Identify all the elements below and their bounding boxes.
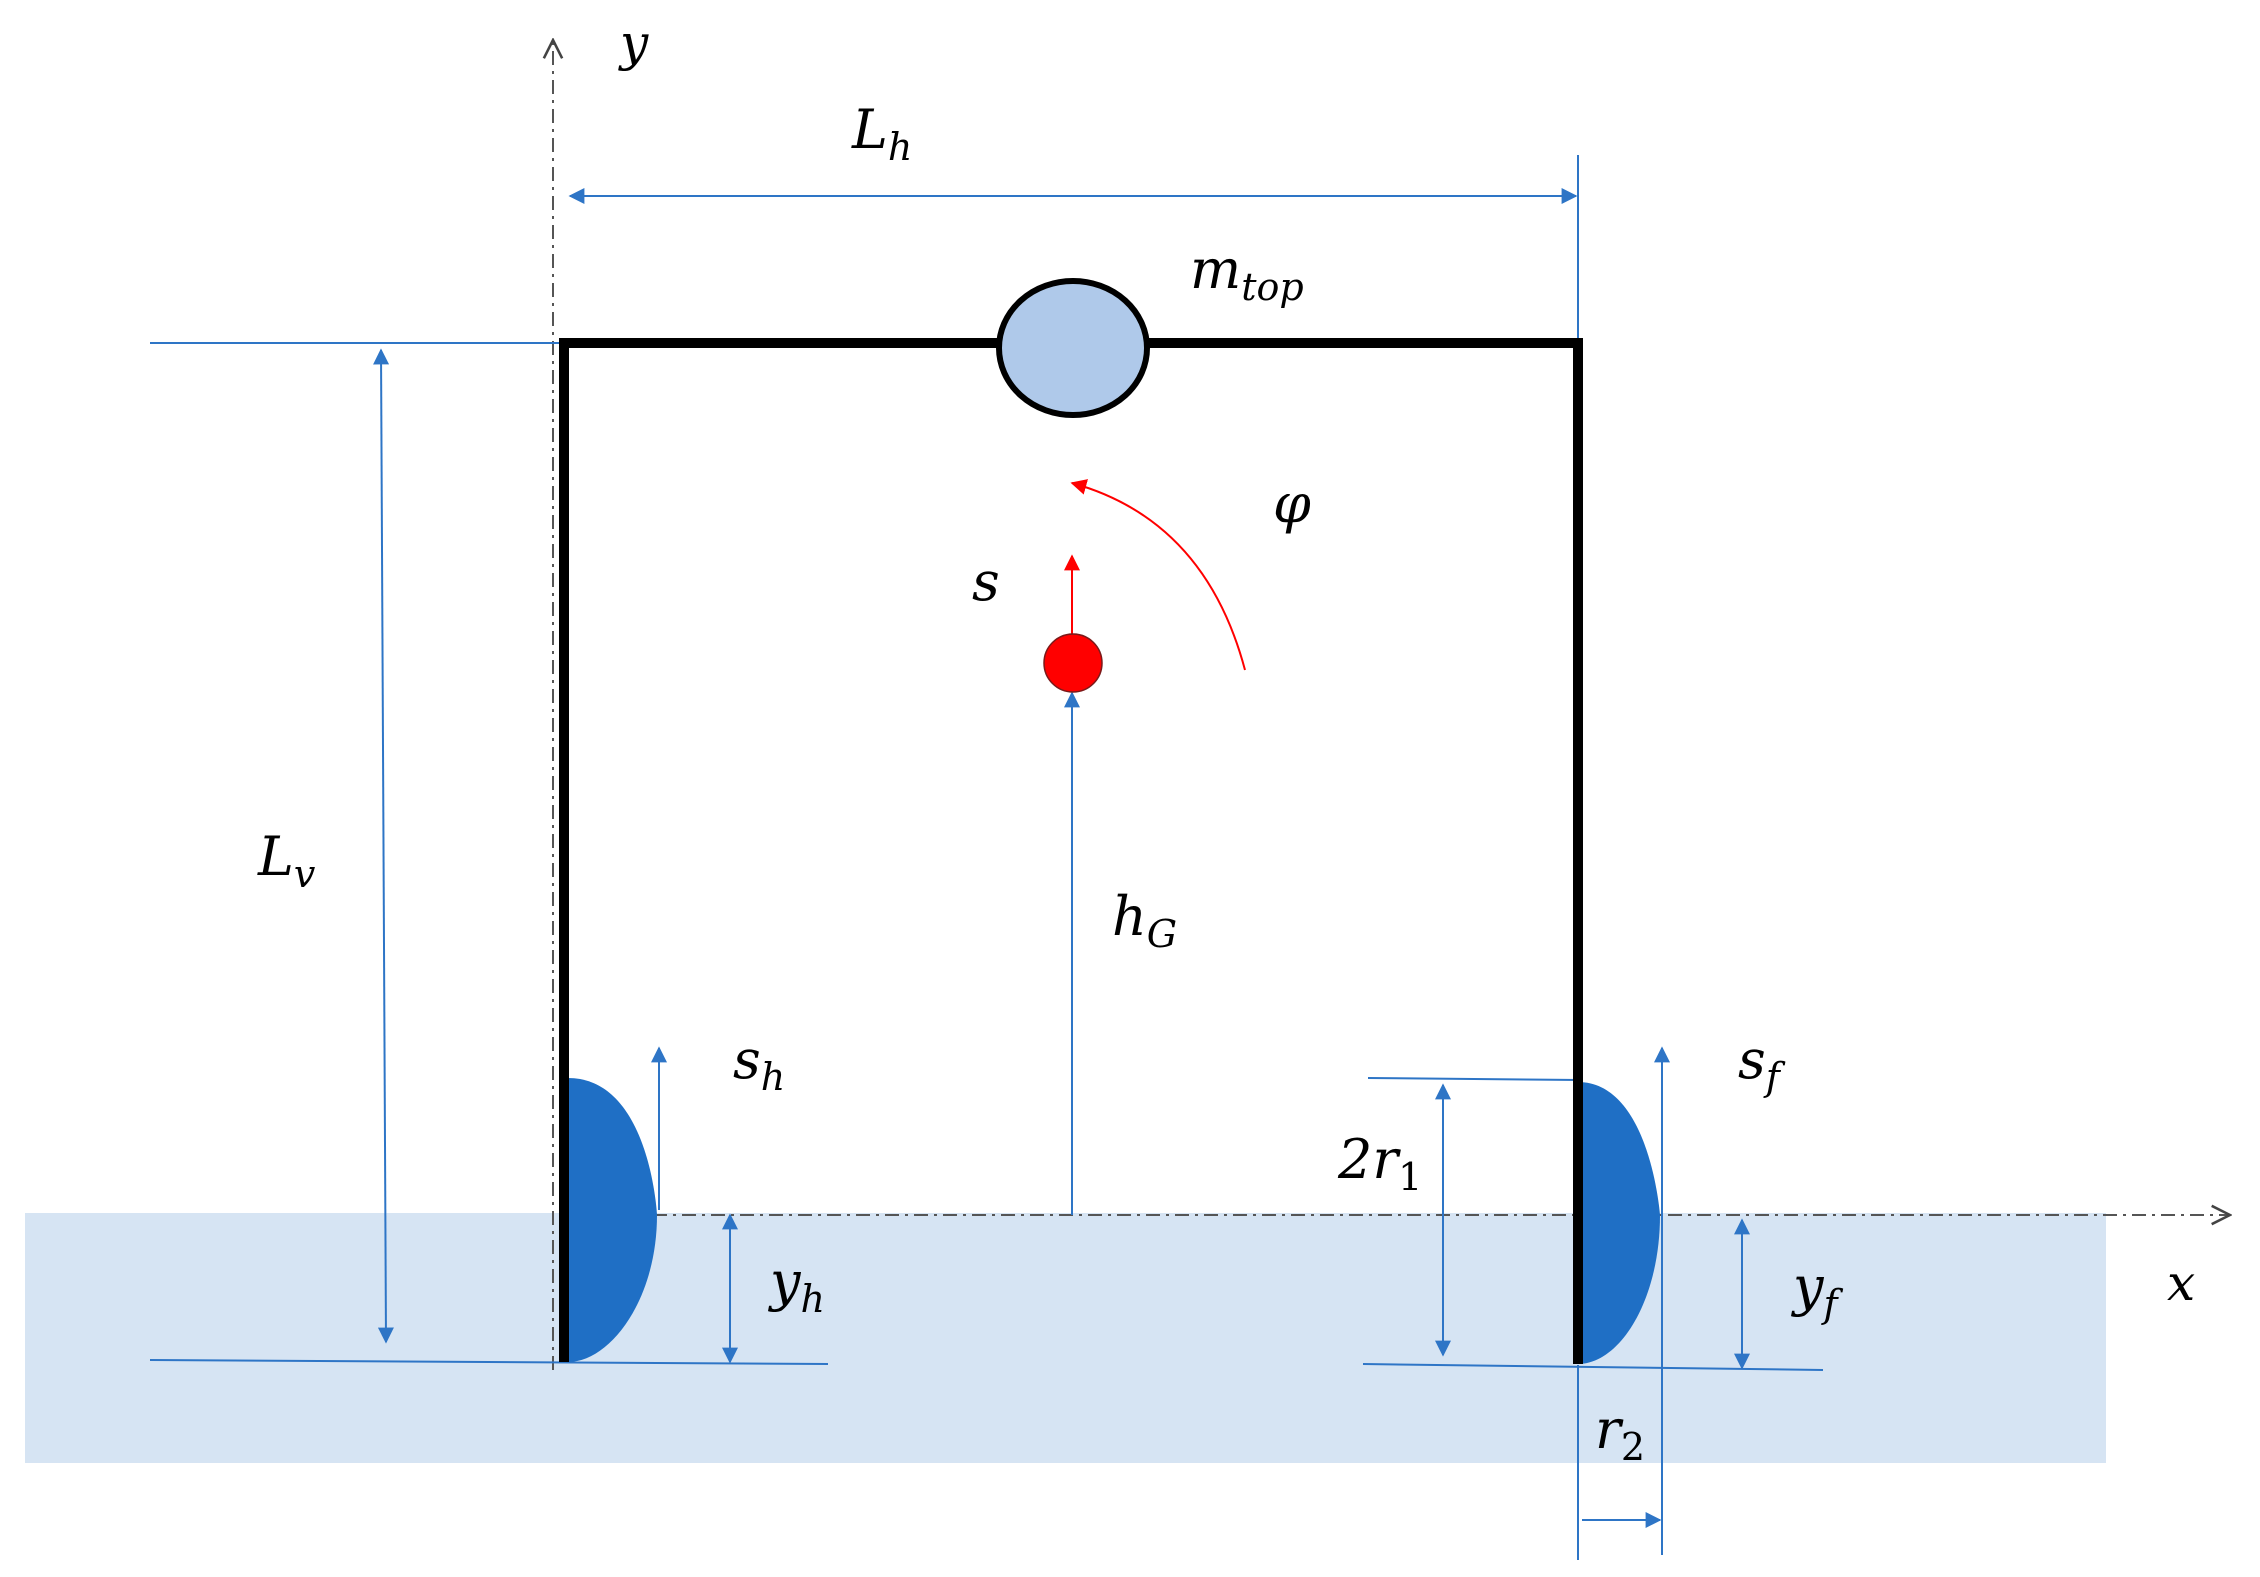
yh-label: yh (768, 1250, 825, 1321)
Lh-label: Lh (851, 98, 912, 169)
s-label: s (972, 550, 1000, 613)
Lv-label: Lv (257, 825, 316, 896)
left-pad (568, 1078, 657, 1362)
y-axis-label: y (618, 14, 649, 72)
hG-label: hG (1112, 885, 1177, 956)
x-axis-label: x (2167, 1254, 2195, 1312)
ground-band (25, 1213, 2106, 1463)
2r1-label: 2r1 (1337, 1128, 1422, 1199)
phi-label: φ (1273, 472, 1311, 535)
top-mass (996, 278, 1150, 418)
right-top-reference-line (1367, 1077, 1581, 1081)
Lv-dimension-arrow (373, 348, 394, 1344)
sh-label: sh (733, 1028, 785, 1099)
mtop-label: mtop (1190, 238, 1304, 309)
rotation-arc (1070, 479, 1246, 671)
center-of-gravity (1043, 633, 1103, 693)
r2-label: r2 (1595, 1398, 1645, 1469)
right-pad (1578, 1082, 1660, 1364)
sf-label: sf (1738, 1028, 1786, 1099)
left-bottom-reference-line (149, 1359, 829, 1365)
